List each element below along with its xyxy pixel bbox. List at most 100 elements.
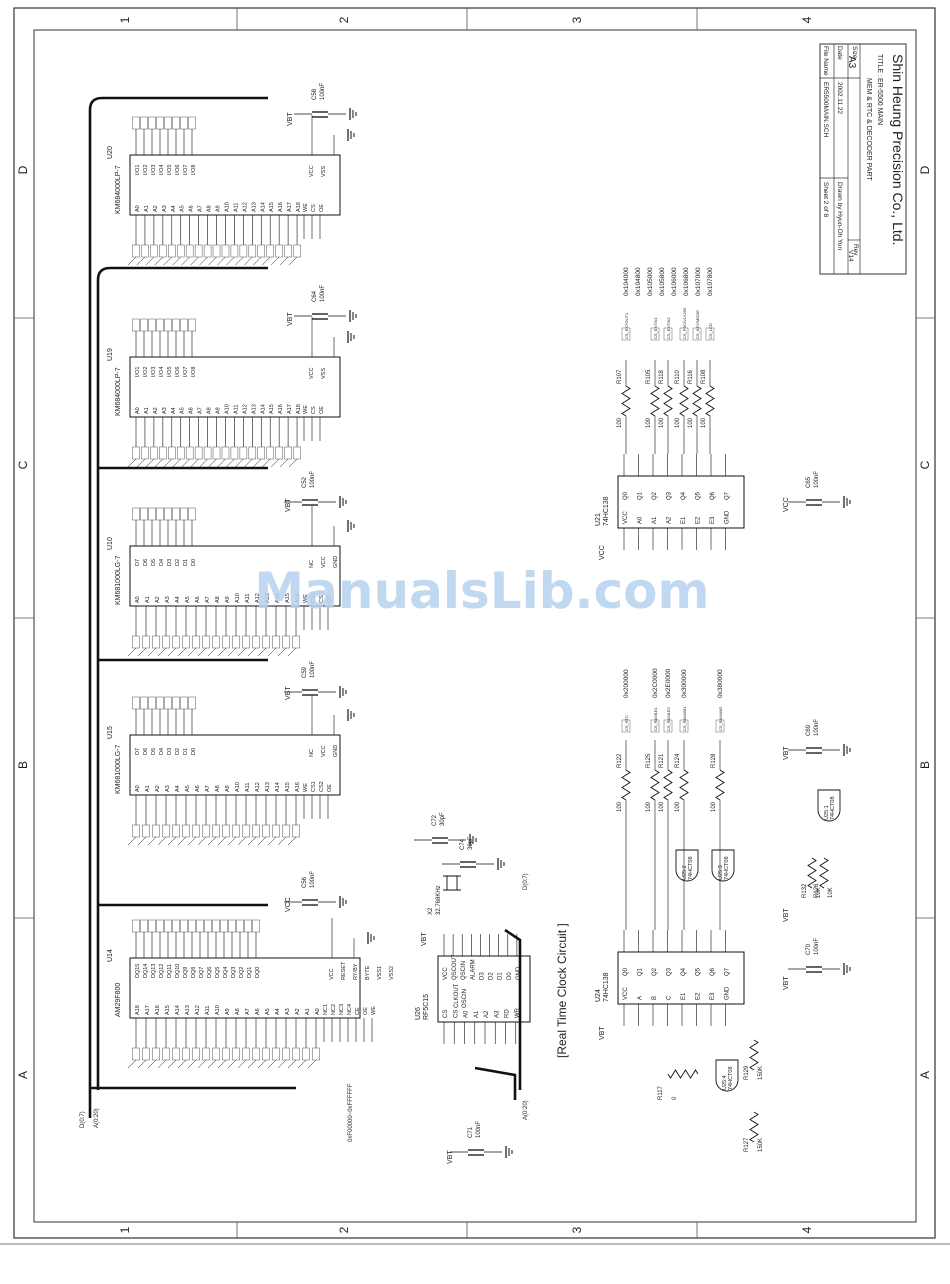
u20-data-port bbox=[140, 116, 148, 130]
u14-data-port bbox=[156, 919, 164, 933]
u10-pin-power-0: NC bbox=[309, 560, 315, 568]
u24-pin-r-6: Q6 bbox=[710, 967, 716, 976]
resistor-r125 bbox=[650, 769, 660, 801]
u10-pin-ctl-1: CS1 bbox=[311, 592, 317, 603]
u10-bus-entry bbox=[237, 647, 247, 657]
signal-c-3: CS_PSC/VLX255 bbox=[679, 307, 689, 341]
u14-bus-entry bbox=[137, 1059, 147, 1069]
u20-data-port bbox=[164, 116, 172, 130]
u14-pin-power-1: RESET bbox=[341, 961, 347, 980]
u14-data-port bbox=[140, 919, 148, 933]
cap-ground-icon bbox=[505, 1146, 513, 1158]
u15-bus-entry bbox=[277, 836, 287, 846]
u19-data-port bbox=[140, 318, 148, 332]
u15-pin-data-6: D1 bbox=[183, 748, 189, 755]
u15-pin-addr-5: A5 bbox=[185, 785, 191, 792]
u20-pin-addr-3: A3 bbox=[162, 205, 168, 212]
u19-part: KM684000LP-7 bbox=[115, 367, 122, 416]
u24-pin-r-5: Q5 bbox=[696, 967, 702, 976]
rm-ref-4: R126 bbox=[814, 883, 820, 898]
u15-pin-addr-3: A3 bbox=[165, 785, 171, 792]
u15-pin-data-3: D4 bbox=[159, 748, 165, 755]
u20-pin-addr-14: A14 bbox=[260, 202, 266, 212]
zone-letter-left-a: A bbox=[16, 1071, 30, 1079]
u14-addr-port bbox=[202, 1047, 210, 1061]
u19-pin-addr-5: A5 bbox=[180, 407, 186, 414]
supply-vbt-u24: VBT bbox=[599, 1026, 606, 1040]
u10-pin-data-2: D5 bbox=[151, 559, 157, 566]
title-block: Shin Heung Precision Co., Ltd. TITLE : E… bbox=[819, 43, 907, 275]
u19-pin-addr-0: A0 bbox=[135, 407, 141, 414]
u15-bus-entry bbox=[237, 836, 247, 846]
zone-dividers bbox=[14, 8, 935, 1238]
signal-c-5-text: CS_LCD bbox=[708, 323, 713, 339]
supply-vcc-u21: VCC bbox=[599, 545, 606, 560]
u10-pin-data-7: D0 bbox=[191, 559, 197, 566]
u14-pin-addr-7: A11 bbox=[205, 1006, 211, 1015]
u20-pin-ctl-2: OE bbox=[319, 204, 325, 212]
u20-addr-port bbox=[159, 244, 167, 258]
u19-addr-port bbox=[266, 446, 274, 460]
u24-pin-r-7: Q7 bbox=[725, 967, 731, 976]
u10-ground-icon bbox=[347, 520, 355, 532]
u20-data-port bbox=[132, 116, 140, 130]
u20-pin-addr-17: A17 bbox=[287, 202, 293, 212]
signal-b-0-text: CS_RTC bbox=[624, 715, 629, 731]
u21-pin-l-5: E2 bbox=[696, 516, 702, 524]
u20-bus-entry bbox=[154, 256, 164, 266]
u15-data-port bbox=[132, 696, 140, 710]
u20-pin-data-1: I/O2 bbox=[143, 165, 149, 175]
u10-bus-entry bbox=[207, 647, 217, 657]
u19-pin-data-7: I/O8 bbox=[191, 367, 197, 377]
u14-pin-addr-6: A12 bbox=[195, 1005, 201, 1015]
u10-bus-entry bbox=[227, 647, 237, 657]
u20-addr-port bbox=[212, 244, 221, 258]
u21-pin-r-2: Q2 bbox=[652, 491, 658, 500]
u14-bus-entry bbox=[177, 1059, 187, 1069]
u10-data-port bbox=[180, 507, 188, 521]
u15-addr-port bbox=[262, 824, 270, 838]
u15-pin-addr-15: A15 bbox=[285, 782, 291, 792]
u24-pin-r-0: Q0 bbox=[623, 967, 629, 976]
drawn-by: Drawn by Hyun-Oh Yun bbox=[836, 182, 843, 251]
u10-addr-port bbox=[232, 635, 240, 649]
u15-pin-addr-16: A16 bbox=[295, 782, 301, 792]
u10-data-port bbox=[132, 507, 140, 521]
u15-data-port bbox=[140, 696, 148, 710]
cap-ground-icon bbox=[497, 858, 505, 870]
u19-pin-addr-7: A7 bbox=[198, 407, 204, 414]
u14-data-port bbox=[172, 919, 180, 933]
cap-ref-8: C70 bbox=[806, 943, 812, 955]
resistor-r129 bbox=[749, 1039, 759, 1071]
crystal-value: 32.768KHz bbox=[436, 885, 442, 915]
u15-data-port bbox=[188, 696, 196, 710]
u14-pin-addr-4: A14 bbox=[175, 1005, 181, 1015]
signal-b-4: CS_RAM4M2 bbox=[715, 706, 725, 733]
rb-ref-3: R124 bbox=[675, 753, 681, 768]
bus-label-data: D(0:7) bbox=[80, 1111, 86, 1128]
sheet-number: Sheet 2 of 8 bbox=[822, 182, 829, 217]
u15-pin-ctl-2: CS2 bbox=[319, 781, 325, 792]
cap-ref-9: C69 bbox=[806, 724, 812, 736]
u10-addr-port bbox=[292, 635, 300, 649]
u20-pin-addr-5: A5 bbox=[180, 205, 186, 212]
u19-pin-ctl-1: CS bbox=[311, 406, 317, 414]
resistor-r132 bbox=[807, 857, 817, 889]
u21-pin-l-6: E3 bbox=[710, 516, 716, 524]
u19-addr-port bbox=[203, 446, 212, 460]
u15-bus-entry bbox=[197, 836, 207, 846]
rb-val-4: 100 bbox=[711, 801, 717, 812]
u20-addr-port bbox=[275, 244, 283, 258]
u10-pin-addr-11: A11 bbox=[245, 594, 251, 603]
u19-bus-entry bbox=[163, 458, 172, 468]
u20-bus-entry bbox=[163, 256, 172, 266]
u14-pin-data-11: DQ4 bbox=[223, 967, 229, 978]
signal-b-4-text: CS_RAM4M2 bbox=[718, 706, 723, 731]
rb-ref-1: R125 bbox=[646, 753, 652, 768]
u14-data-port bbox=[180, 919, 188, 933]
